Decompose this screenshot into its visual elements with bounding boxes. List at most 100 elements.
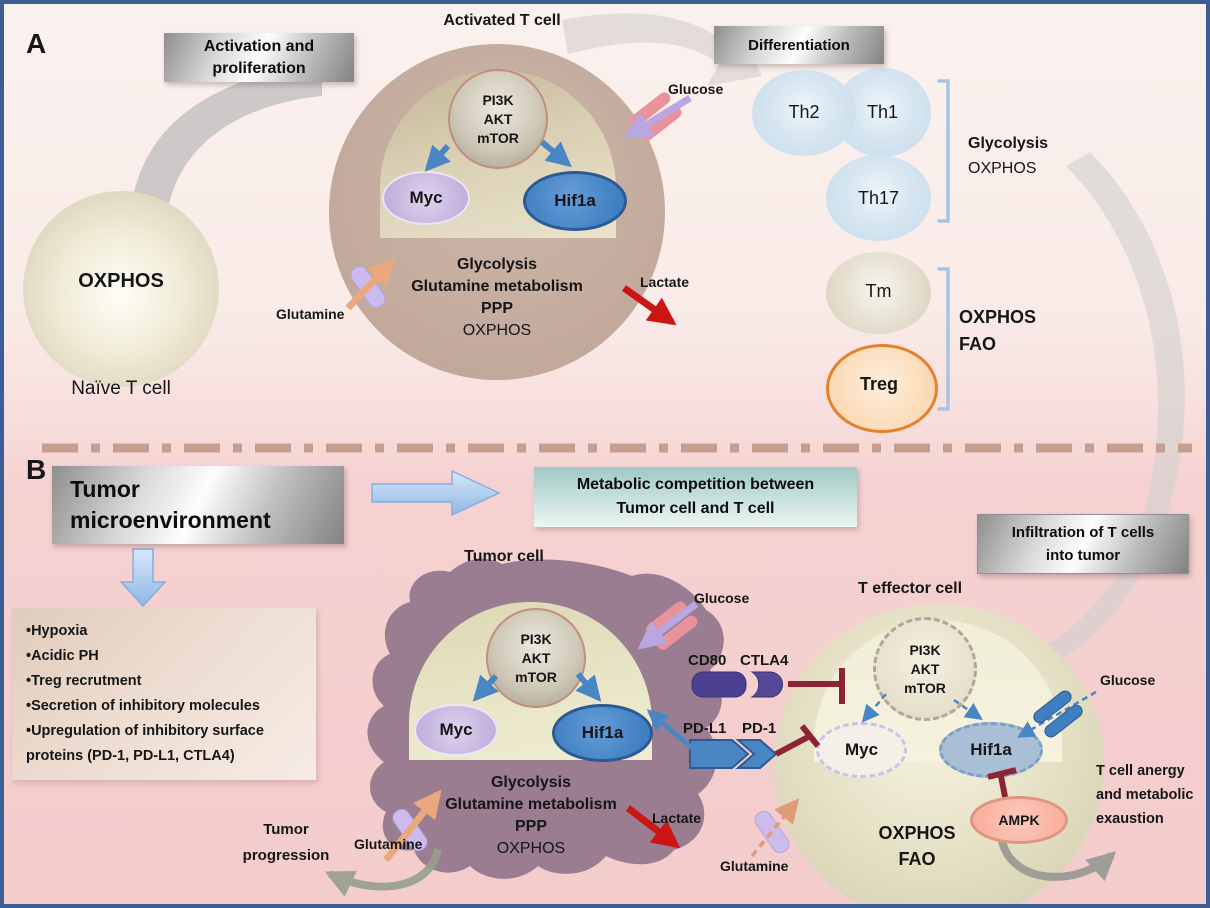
t-effector-metabolism-list: OXPHOS FAO xyxy=(847,820,987,872)
group-line: OXPHOS xyxy=(959,307,1037,327)
group-line: OXPHOS xyxy=(968,160,1037,177)
naive-cell-metabolism: OXPHOS xyxy=(78,270,164,292)
th1-label: Th1 xyxy=(866,102,899,122)
glutamine-label-a: Glutamine xyxy=(276,306,345,322)
panel-a-to-b-curved-arrow xyxy=(982,152,1185,690)
glucose-label-a: Glucose xyxy=(668,81,724,97)
box-line: Metabolic competition between xyxy=(576,476,815,493)
label-line: Tumor xyxy=(263,821,309,838)
activated-cell-pi3k-akt-mtor: PI3K AKT mTOR xyxy=(448,69,548,169)
pathway-line: AKT xyxy=(483,110,513,127)
memory-metabolism-group: OXPHOS FAO xyxy=(959,304,1036,358)
label-line: and metabolic xyxy=(1096,787,1194,803)
pathway-line: PI3K xyxy=(520,630,552,647)
glutamine-label-tumor: Glutamine xyxy=(354,836,423,852)
glucose-uptake-arrow-tumor xyxy=(637,601,699,650)
pathway-line: mTOR xyxy=(515,668,557,685)
pathway-line: AKT xyxy=(521,649,551,666)
pd1-label: PD-1 xyxy=(742,720,777,737)
differentiation-box: Differentiation xyxy=(714,26,884,64)
th17-cell xyxy=(826,155,931,241)
metabolism-line: Glutamine metabolism xyxy=(445,796,617,813)
naive-t-cell xyxy=(23,191,219,387)
panel-b-label: B xyxy=(26,454,47,485)
cd80-label: CD80 xyxy=(688,652,727,669)
tumor-cell-hif1a: Hif1a xyxy=(552,704,653,762)
t-cell-anergy-label: T cell anergy and metabolic exaustion xyxy=(1096,759,1194,831)
glucose-transporter-tumor xyxy=(645,601,698,650)
glucose-label-teff: Glucose xyxy=(1100,672,1156,688)
t-effector-hif1a: Hif1a xyxy=(939,722,1043,778)
metabolic-competition-box: Metabolic competition between Tumor cell… xyxy=(534,467,857,527)
activation-proliferation-box: Activation and proliferation xyxy=(164,33,354,82)
panel-a-label: A xyxy=(26,28,47,59)
tme-feature: proteins (PD-1, PD-L1, CTLA4) xyxy=(26,748,235,764)
activated-cell-myc: Myc xyxy=(382,171,470,225)
cd80-receptor xyxy=(691,671,747,698)
metabolism-line: FAO xyxy=(898,849,936,869)
t-effector-title: T effector cell xyxy=(857,580,963,597)
naive-to-activation-arrow xyxy=(131,62,322,216)
pd1-receptor xyxy=(735,739,778,769)
pdl1-receptor xyxy=(689,739,750,769)
lactate-label-tumor: Lactate xyxy=(652,810,702,826)
metabolism-line: OXPHOS xyxy=(462,322,532,339)
pathway-line: AKT xyxy=(910,660,940,677)
metabolism-line: PPP xyxy=(480,300,513,317)
activated-cell-hif1a: Hif1a xyxy=(523,171,627,231)
effector-group-bracket xyxy=(937,79,950,223)
metabolism-line: Glycolysis xyxy=(456,256,538,273)
ctla4-label: CTLA4 xyxy=(740,652,789,669)
activated-cell-title: Activated T cell xyxy=(443,12,561,29)
glucose-label-tumor: Glucose xyxy=(694,590,750,606)
tumor-cell-pi3k-akt-mtor: PI3K AKT mTOR xyxy=(486,608,586,708)
tumor-microenvironment-box: Tumor microenvironment xyxy=(52,466,344,544)
metabolism-line: OXPHOS xyxy=(878,823,956,843)
th2-label: Th2 xyxy=(788,102,820,122)
pathway-line: PI3K xyxy=(482,91,514,108)
tm-label: Tm xyxy=(865,281,892,301)
box-line: microenvironment xyxy=(70,507,271,533)
metabolism-line: OXPHOS xyxy=(496,840,566,857)
th2-cell xyxy=(752,70,856,156)
pdl1-label: PD-L1 xyxy=(683,720,727,737)
t-effector-pi3k-akt-mtor: PI3K AKT mTOR xyxy=(873,617,977,721)
activated-cell-metabolism-list: Glycolysis Glutamine metabolism PPP OXPH… xyxy=(357,254,637,342)
metabolism-line: Glutamine metabolism xyxy=(411,278,583,295)
tumor-progression-label: Tumor progression xyxy=(226,817,346,869)
effector-metabolism-group: Glycolysis OXPHOS xyxy=(968,131,1048,181)
label-line: exaustion xyxy=(1096,811,1164,827)
box-line: Tumor cell and T cell xyxy=(616,500,775,517)
tumor-cell-title: Tumor cell xyxy=(464,548,544,565)
infiltration-box: Infiltration of T cells into tumor xyxy=(977,514,1189,574)
treg-cell xyxy=(826,344,938,433)
pathway-line: mTOR xyxy=(904,679,946,696)
metabolism-line: PPP xyxy=(514,818,547,835)
label-line: progression xyxy=(242,847,330,864)
tme-feature: •Secretion of inhibitory molecules xyxy=(26,698,260,714)
box-line: Infiltration of T cells xyxy=(1011,524,1155,541)
ctla4-receptor xyxy=(750,671,783,698)
box-line: Tumor xyxy=(70,476,140,502)
metabolism-line: Glycolysis xyxy=(490,774,572,791)
tme-feature: •Hypoxia xyxy=(26,623,88,639)
tme-feature: •Upregulation of inhibitory surface xyxy=(26,723,264,739)
tme-feature: •Acidic PH xyxy=(26,648,99,664)
tumor-cell-myc: Myc xyxy=(414,704,498,756)
tme-to-features-arrow xyxy=(119,548,167,608)
label-line: T cell anergy xyxy=(1096,763,1185,779)
tme-to-competition-arrow xyxy=(371,469,501,517)
tumor-cell-metabolism-list: Glycolysis Glutamine metabolism PPP OXPH… xyxy=(391,772,671,860)
group-line: Glycolysis xyxy=(968,135,1049,152)
tme-feature: •Treg recrutment xyxy=(26,673,142,689)
box-line: Activation and xyxy=(203,37,315,55)
memory-group-bracket xyxy=(937,267,950,411)
pathway-line: PI3K xyxy=(909,641,941,658)
lactate-label-a: Lactate xyxy=(640,274,690,290)
box-line: proliferation xyxy=(212,59,306,77)
box-line: into tumor xyxy=(1045,547,1121,564)
pathway-line: mTOR xyxy=(477,129,519,146)
tme-features-box: •Hypoxia •Acidic PH •Treg recrutment •Se… xyxy=(12,608,316,780)
naive-cell-label: Naïve T cell xyxy=(71,378,171,399)
